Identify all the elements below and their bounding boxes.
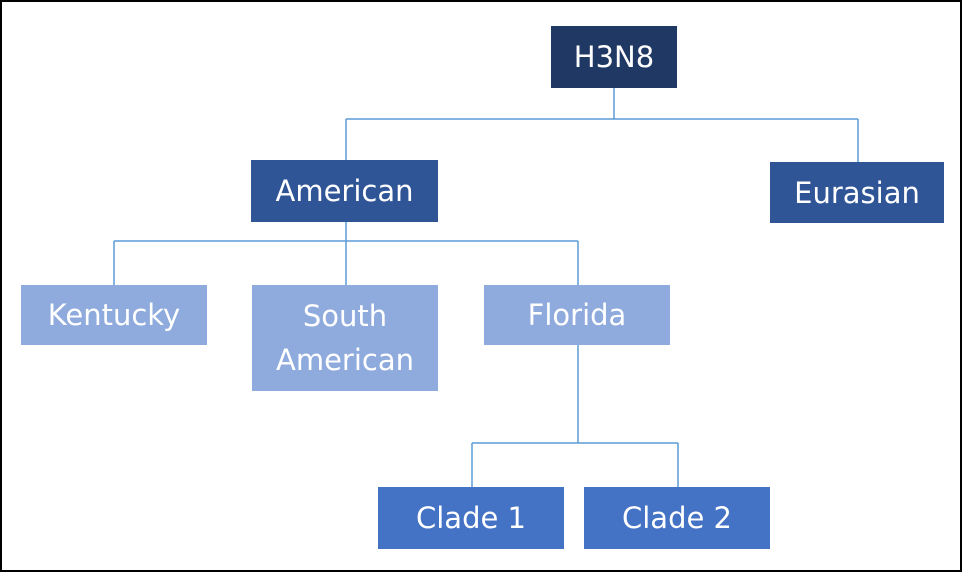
node-clade-2: Clade 2 [584, 487, 770, 549]
node-south-american-label-line1: South [302, 299, 388, 333]
node-american-label: American [275, 174, 414, 208]
node-clade-1-label: Clade 1 [416, 501, 526, 535]
node-eurasian-label: Eurasian [794, 175, 920, 210]
node-h3n8-label: H3N8 [573, 40, 655, 74]
node-florida: Florida [484, 285, 670, 345]
node-eurasian: Eurasian [770, 162, 944, 223]
node-south-american-label-line2: American [275, 343, 414, 377]
node-south-american: South American [252, 285, 438, 391]
node-kentucky: Kentucky [21, 285, 207, 345]
node-h3n8: H3N8 [551, 26, 677, 88]
node-kentucky-label: Kentucky [47, 298, 181, 332]
node-clade-2-label: Clade 2 [622, 501, 732, 535]
node-clade-1: Clade 1 [378, 487, 564, 549]
node-american: American [251, 160, 438, 222]
node-florida-label: Florida [527, 298, 627, 332]
